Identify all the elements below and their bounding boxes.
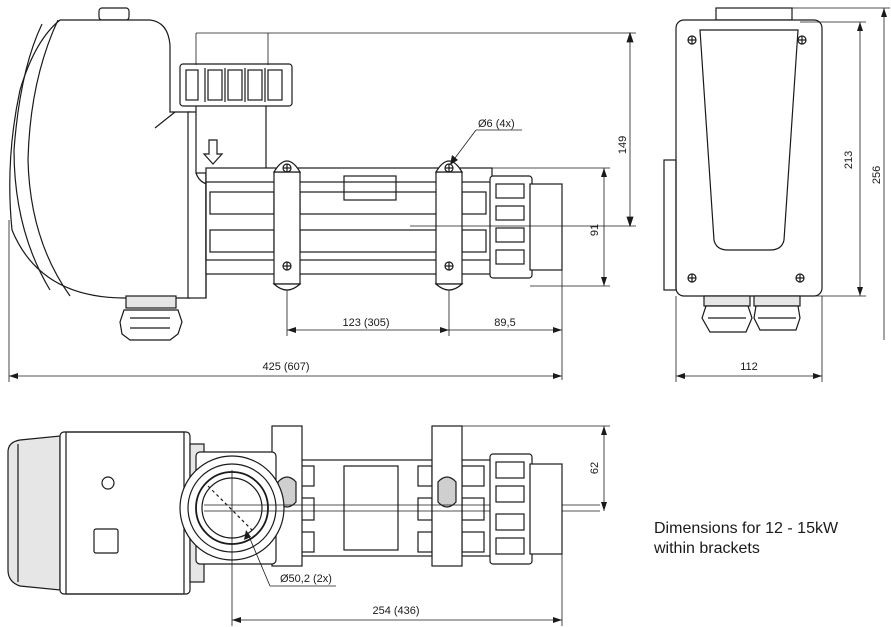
control-box-housing <box>9 19 191 299</box>
flow-arrow-icon <box>202 139 224 165</box>
side-top-tab <box>715 7 793 21</box>
side-dimensions: 213 256 112 <box>675 7 890 382</box>
dim-side-height-total: 256 <box>871 166 883 184</box>
screw-icon <box>687 35 807 283</box>
top-dimensions: 62 Ø50,2 (2x) 254 (436) <box>231 425 610 626</box>
dim-port-diameter: Ø50,2 (2x) <box>280 573 332 585</box>
front-clamp-right <box>434 160 464 291</box>
dim-overall-length: 425 (607) <box>262 361 309 373</box>
side-trapezoid-panel <box>699 29 799 251</box>
top-view <box>7 425 600 595</box>
switch-button-icon <box>93 528 119 554</box>
dim-flange-spacing: 123 (305) <box>342 317 389 329</box>
side-cable-gland-left <box>701 305 753 333</box>
dim-bottom-depth: 62 <box>589 462 601 474</box>
dim-mount-hole: Ø6 (4x) <box>478 118 515 130</box>
note-line-2: within brackets <box>654 540 760 557</box>
note-line-1: Dimensions for 12 - 15kW <box>654 520 839 537</box>
dim-end-offset: 89,5 <box>494 317 515 329</box>
indicator-light-icon <box>101 476 115 490</box>
housing-seam <box>154 111 176 129</box>
dim-side-width: 112 <box>740 361 758 373</box>
dimensions-note: Dimensions for 12 - 15kW within brackets <box>654 519 838 559</box>
dim-port-spacing: 254 (436) <box>372 605 419 617</box>
top-right-pipe <box>529 463 563 555</box>
dim-side-height-inner: 213 <box>843 151 855 169</box>
dim-body-diameter: 91 <box>589 224 601 236</box>
control-box-lid-inner <box>27 19 71 297</box>
front-view <box>9 7 563 341</box>
front-right-pipe <box>529 183 563 271</box>
dim-height-top: 149 <box>617 136 629 154</box>
side-view <box>663 7 823 333</box>
front-clamp-left <box>272 160 302 291</box>
top-control-box <box>59 431 191 595</box>
upper-outlet-pipe <box>195 104 267 174</box>
front-cable-gland <box>119 309 183 341</box>
control-box-lid-edge <box>13 23 51 291</box>
front-top-knob <box>98 7 130 21</box>
front-cable-gland-nut <box>125 295 177 309</box>
front-dimensions: 149 91 Ø6 (4x) 123 (305) 89,5 425 (607) <box>8 31 636 382</box>
top-control-box-lid <box>7 435 61 591</box>
